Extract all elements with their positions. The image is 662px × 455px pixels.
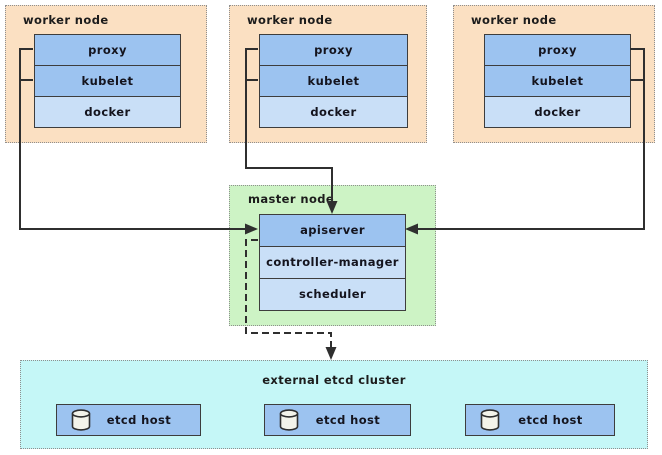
component-apiserver: apiserver xyxy=(259,214,406,247)
database-icon xyxy=(71,409,91,431)
component-docker: docker xyxy=(484,96,631,128)
etcd-host-label: etcd host xyxy=(315,413,381,427)
worker-node-3-components: proxy kubelet docker xyxy=(484,34,631,128)
worker-node-1-components: proxy kubelet docker xyxy=(34,34,181,128)
worker-node-3-title: worker node xyxy=(471,13,557,27)
etcd-host-1: etcd host xyxy=(56,404,201,436)
component-proxy: proxy xyxy=(259,34,408,66)
component-controller-manager: controller-manager xyxy=(259,246,406,279)
master-node-title: master node xyxy=(248,192,335,206)
database-icon xyxy=(279,409,299,431)
database-icon xyxy=(480,409,500,431)
arrowhead-into-etcd-cluster xyxy=(325,347,337,360)
component-docker: docker xyxy=(259,96,408,128)
etcd-host-label: etcd host xyxy=(106,413,172,427)
component-kubelet: kubelet xyxy=(484,65,631,97)
component-proxy: proxy xyxy=(484,34,631,66)
master-node-components: apiserver controller-manager scheduler xyxy=(259,214,406,311)
worker-node-3: worker node proxy kubelet docker xyxy=(453,5,655,143)
worker-node-2: worker node proxy kubelet docker xyxy=(229,5,427,143)
worker-node-1-title: worker node xyxy=(23,13,109,27)
component-docker: docker xyxy=(34,96,181,128)
master-node: master node apiserver controller-manager… xyxy=(229,185,436,326)
component-proxy: proxy xyxy=(34,34,181,66)
worker-node-2-title: worker node xyxy=(247,13,333,27)
etcd-cluster-title: external etcd cluster xyxy=(262,373,406,387)
worker-node-2-components: proxy kubelet docker xyxy=(259,34,408,128)
worker-node-1: worker node proxy kubelet docker xyxy=(5,5,207,143)
etcd-host-3: etcd host xyxy=(465,404,615,436)
etcd-host-2: etcd host xyxy=(264,404,411,436)
external-etcd-cluster: external etcd cluster etcd host etcd hos… xyxy=(20,360,648,449)
component-kubelet: kubelet xyxy=(259,65,408,97)
etcd-host-label: etcd host xyxy=(518,413,583,427)
component-kubelet: kubelet xyxy=(34,65,181,97)
component-scheduler: scheduler xyxy=(259,278,406,311)
